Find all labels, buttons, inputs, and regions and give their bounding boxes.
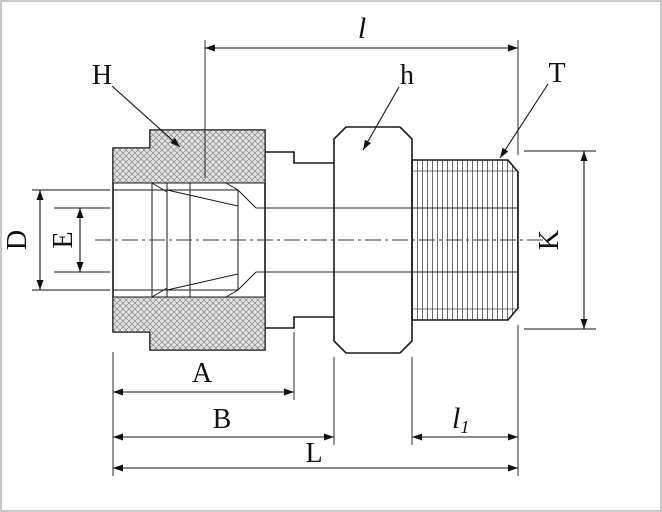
dim-label-A: A: [192, 358, 213, 389]
dim-label-D: D: [2, 230, 33, 250]
dim-label-B: B: [213, 404, 232, 435]
threaded-section: [411, 159, 519, 321]
nut-knurl-bottom: [112, 296, 266, 351]
labels: l H h T D E K A B L l1: [2, 12, 566, 469]
seat-cone-lines: [237, 189, 257, 291]
dimensions: [32, 40, 596, 476]
dim-label-h: h: [400, 60, 414, 91]
thread-root-lines: [412, 170, 516, 310]
dim-label-L: L: [305, 438, 322, 469]
dim-label-l: l: [358, 12, 366, 45]
nut-knurl-top: [112, 129, 266, 184]
dim-label-T: T: [548, 58, 565, 89]
dim-label-E: E: [48, 231, 79, 248]
dim-label-H: H: [92, 60, 112, 91]
dim-label-l1-subscript: 1: [460, 417, 469, 437]
leader-line-T: [499, 83, 549, 159]
dim-label-l1: l1: [452, 402, 469, 437]
leader-line-H: [111, 85, 181, 148]
collar-neck-lines: [265, 151, 334, 329]
tube-hole-lines: [113, 189, 238, 291]
dim-label-l1-main: l: [452, 402, 460, 435]
leader-line-h: [362, 86, 400, 151]
bore-lines: [256, 207, 518, 273]
dim-label-K: K: [534, 230, 565, 250]
